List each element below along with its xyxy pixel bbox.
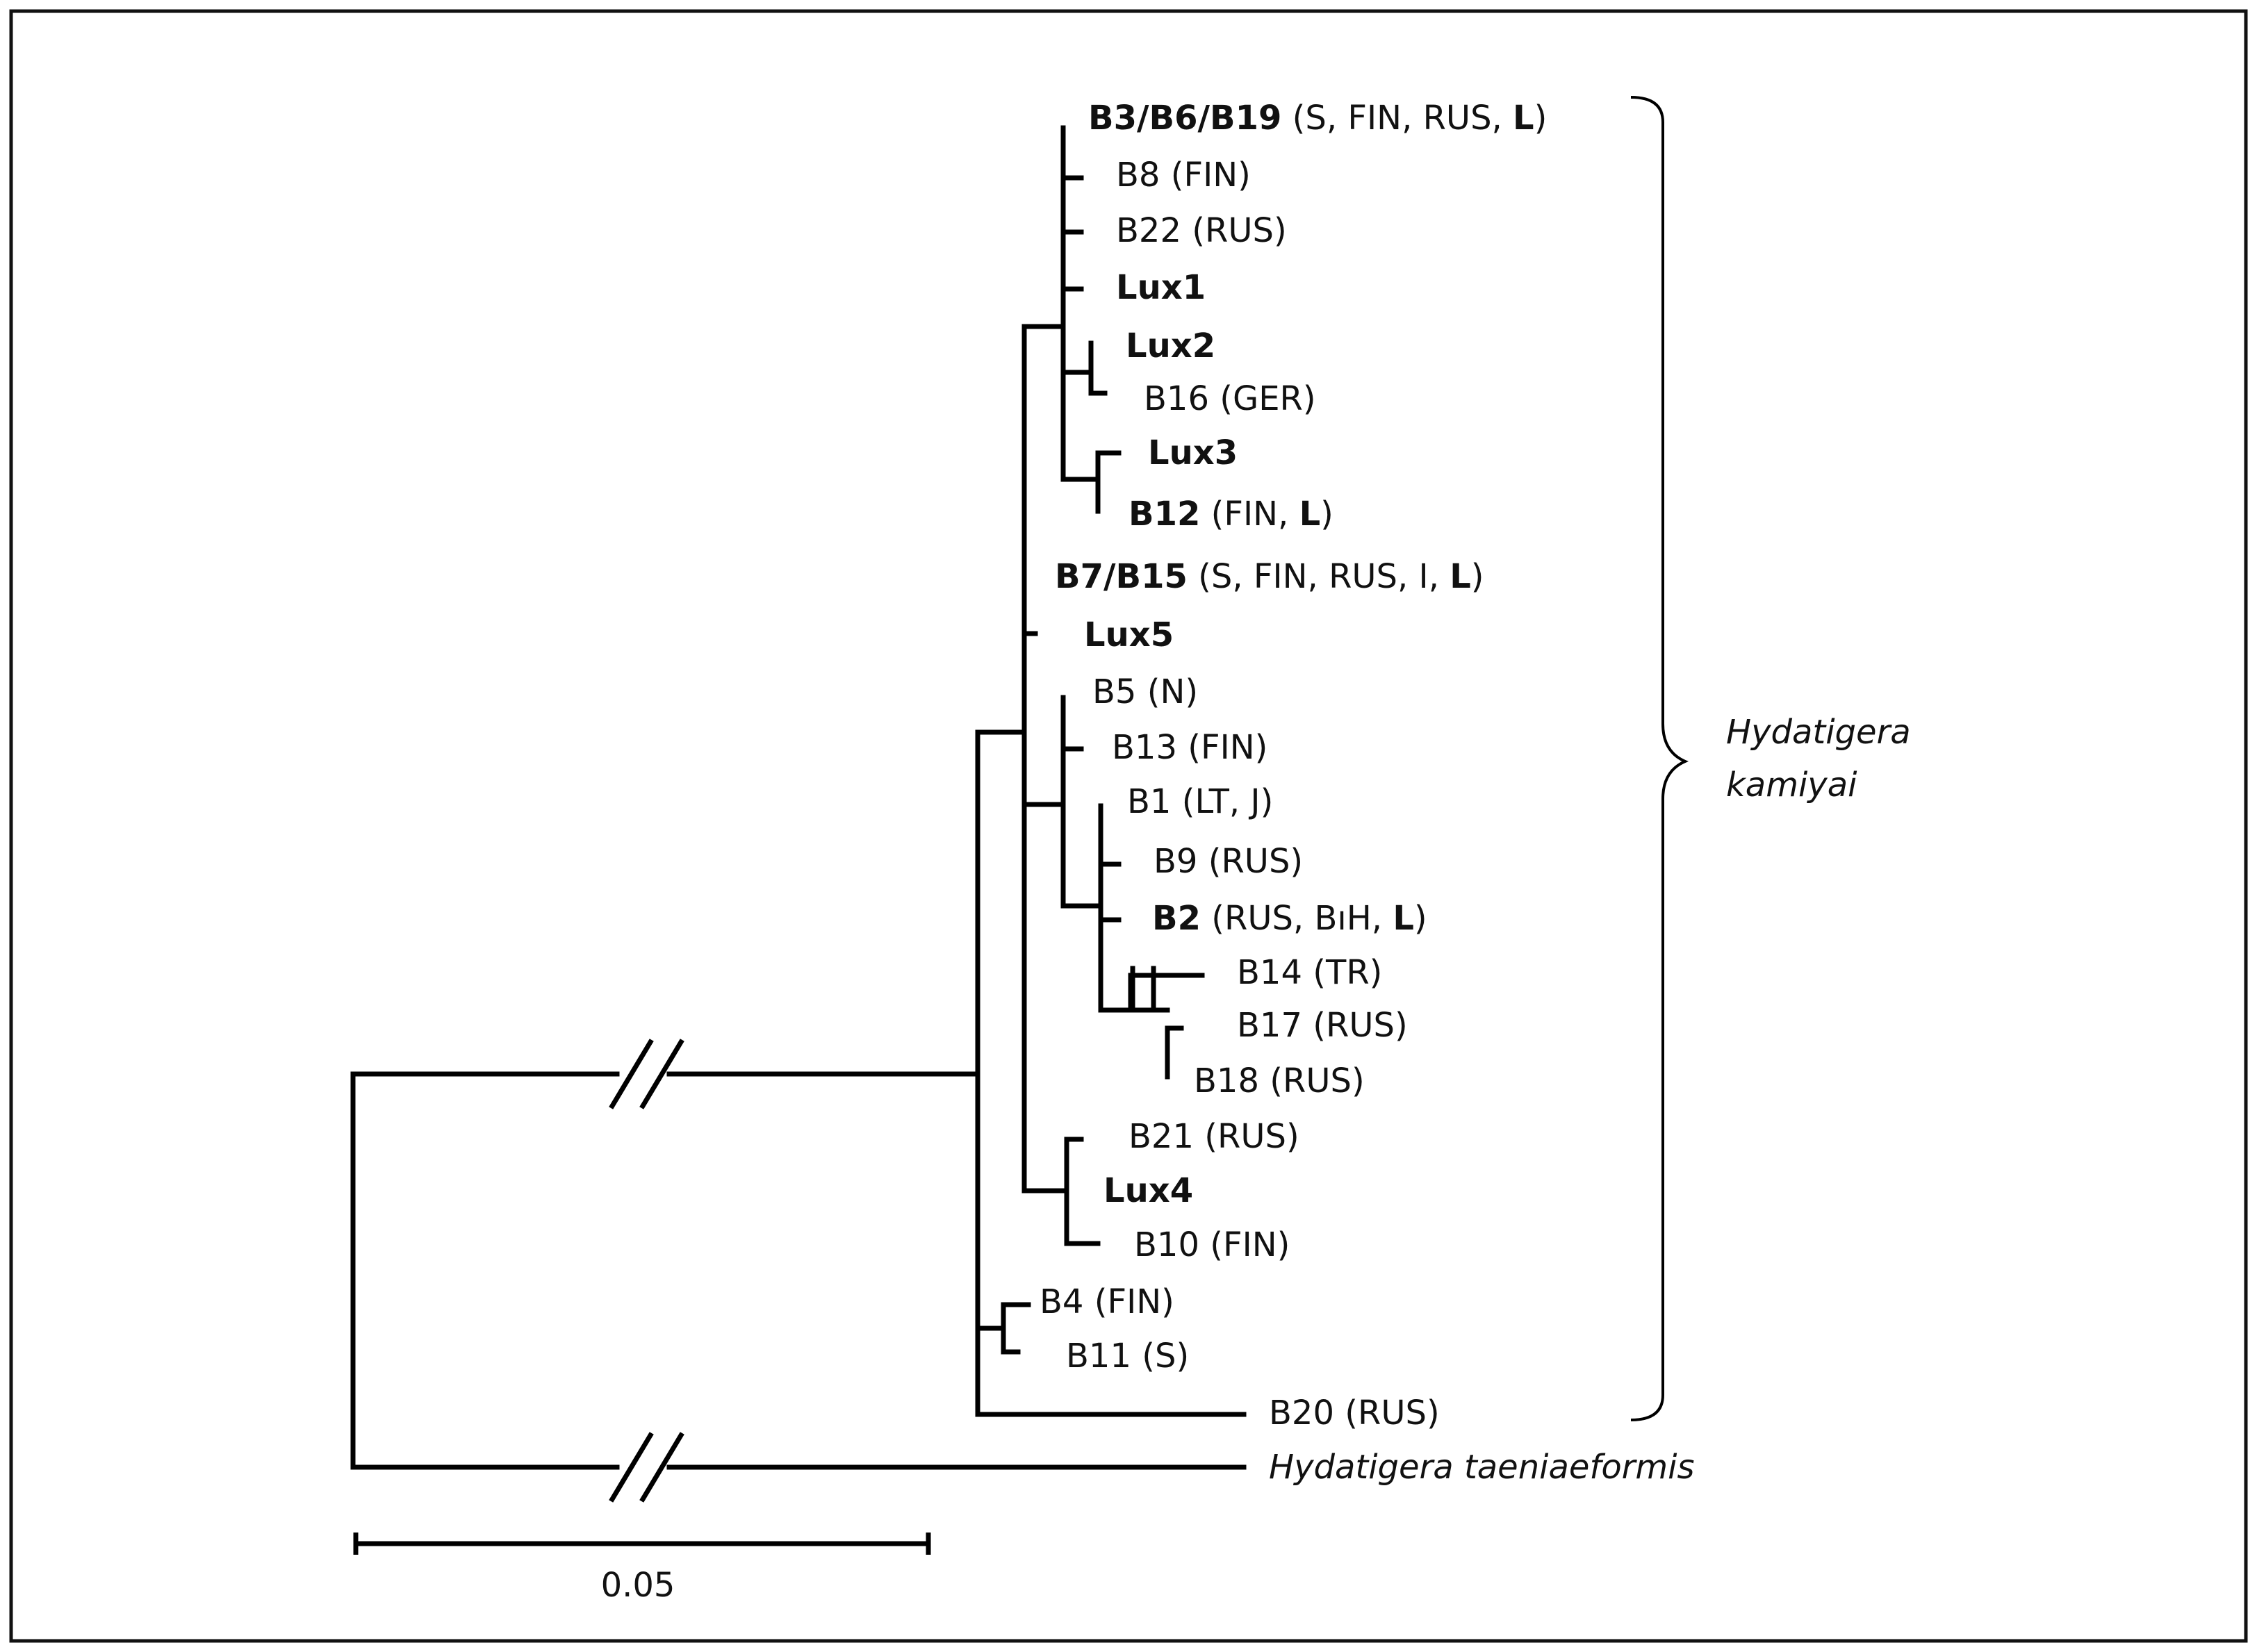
taxon-label: Lux1 <box>1116 268 1206 307</box>
taxon-label: B16 (GER) <box>1144 379 1316 418</box>
taxon-label: Lux5 <box>1084 616 1174 654</box>
taxon-label-part: B9 <box>1154 842 1197 881</box>
clade-label-line2: kamiyai <box>1726 766 1857 804</box>
taxon-label: B17 (RUS) <box>1237 1006 1408 1045</box>
taxon-label-part: (FIN) <box>1160 156 1250 195</box>
root-branches <box>350 1039 1247 1503</box>
taxon-label-part: ) <box>1414 899 1427 938</box>
taxon-label-part: B20 <box>1269 1394 1334 1432</box>
taxon-label-part: B14 <box>1237 953 1302 992</box>
taxon-label: B13 (FIN) <box>1112 728 1267 767</box>
taxon-label-part: (RUS) <box>1197 842 1303 881</box>
lower-clade-branches <box>1064 973 1205 1246</box>
taxon-labels: B3/B6/B19 (S, FIN, RUS, L) B8 (FIN) B22 … <box>1040 99 1547 1432</box>
taxon-label: B14 (TR) <box>1237 953 1382 992</box>
taxon-label-part: ) <box>1471 557 1484 596</box>
taxon-label-part: (RUS) <box>1302 1006 1408 1045</box>
taxon-label-part: (RUS) <box>1259 1062 1365 1100</box>
taxon-label-part: B11 <box>1066 1337 1131 1376</box>
taxon-label-part: Lux1 <box>1116 268 1206 307</box>
taxon-label-part: (S) <box>1131 1337 1189 1376</box>
taxon-label-part: (RUS, BıH, <box>1201 899 1393 938</box>
outgroup-label: Hydatigera taeniaeformis <box>1269 1448 1695 1487</box>
taxon-label: B9 (RUS) <box>1154 842 1303 881</box>
taxon-label-part: Lux3 <box>1148 433 1238 472</box>
taxon-label-part: B16 <box>1144 379 1209 418</box>
taxon-label: B8 (FIN) <box>1116 156 1251 195</box>
scale-bar-label: 0.05 <box>601 1566 675 1605</box>
taxon-label-part: B5 <box>1092 672 1136 711</box>
taxon-label-part: (FIN) <box>1177 728 1267 767</box>
taxon-label-part: (FIN) <box>1199 1225 1290 1264</box>
taxon-label: B2 (RUS, BıH, L) <box>1152 899 1427 938</box>
taxon-label: B21 (RUS) <box>1128 1117 1299 1156</box>
taxon-label-part: B22 <box>1116 211 1181 250</box>
taxon-label-part: B21 <box>1128 1117 1194 1156</box>
taxon-label-part: B3/B6/B19 <box>1088 99 1281 138</box>
taxon-label-part: B7/B15 <box>1055 557 1188 596</box>
clade-bracket <box>1630 96 1689 1421</box>
taxon-label-part: (RUS) <box>1194 1117 1299 1156</box>
taxon-label-part: (LT, J) <box>1171 782 1273 821</box>
taxon-label-part: Lux4 <box>1103 1171 1193 1210</box>
taxon-label-part: B10 <box>1134 1225 1199 1264</box>
taxon-label: B7/B15 (S, FIN, RUS, I, L) <box>1055 557 1484 596</box>
taxon-label-part: (S, FIN, RUS, I, <box>1188 557 1450 596</box>
taxon-label-part: L <box>1513 99 1534 138</box>
taxon-label-part: B13 <box>1112 728 1177 767</box>
upper-clade-branches <box>1060 125 1122 514</box>
taxon-label-part: B8 <box>1116 156 1160 195</box>
taxon-label-part: L <box>1393 899 1414 938</box>
taxon-label-part: L <box>1299 495 1321 534</box>
taxon-label: Lux3 <box>1148 433 1238 472</box>
taxon-label-part: B17 <box>1237 1006 1302 1045</box>
taxon-label: B12 (FIN, L) <box>1128 495 1333 534</box>
ingroup-branches <box>975 324 1247 1417</box>
taxon-label: B11 (S) <box>1066 1337 1189 1376</box>
taxon-label-part: (FIN, <box>1200 495 1299 534</box>
taxon-label: B3/B6/B19 (S, FIN, RUS, L) <box>1088 99 1547 138</box>
taxon-label-part: Lux5 <box>1084 616 1174 654</box>
taxon-label-part: ) <box>1534 99 1548 138</box>
taxon-label-part: B12 <box>1128 495 1200 534</box>
taxon-label-part: B1 <box>1127 782 1171 821</box>
scale-bar <box>353 1533 931 1555</box>
taxon-label: B4 (FIN) <box>1040 1282 1174 1321</box>
taxon-label-part: (RUS) <box>1334 1394 1440 1432</box>
taxon-label: B5 (N) <box>1092 672 1198 711</box>
taxon-label-part: (RUS) <box>1181 211 1287 250</box>
taxon-label-part: B18 <box>1194 1062 1259 1100</box>
taxon-label: B18 (RUS) <box>1194 1062 1365 1100</box>
figure-frame <box>9 9 2248 1643</box>
taxon-label-part: B4 <box>1040 1282 1083 1321</box>
taxon-label-part: Lux2 <box>1126 327 1215 365</box>
taxon-label: Lux2 <box>1126 327 1215 365</box>
taxon-label-part: ) <box>1320 495 1333 534</box>
taxon-label-part: B2 <box>1152 899 1201 938</box>
taxon-label-part: (GER) <box>1209 379 1316 418</box>
taxon-label: Lux4 <box>1103 1171 1193 1210</box>
taxon-label-part: (S, FIN, RUS, <box>1281 99 1513 138</box>
taxon-label: B10 (FIN) <box>1134 1225 1290 1264</box>
taxon-label-part: (N) <box>1136 672 1198 711</box>
taxon-label: B22 (RUS) <box>1116 211 1287 250</box>
clade-label-line1: Hydatigera <box>1726 713 1911 752</box>
taxon-label: B20 (RUS) <box>1269 1394 1440 1432</box>
taxon-label-part: (FIN) <box>1083 1282 1174 1321</box>
taxon-label: B1 (LT, J) <box>1127 782 1273 821</box>
taxon-label-part: L <box>1450 557 1471 596</box>
taxon-label-part: (TR) <box>1302 953 1382 992</box>
